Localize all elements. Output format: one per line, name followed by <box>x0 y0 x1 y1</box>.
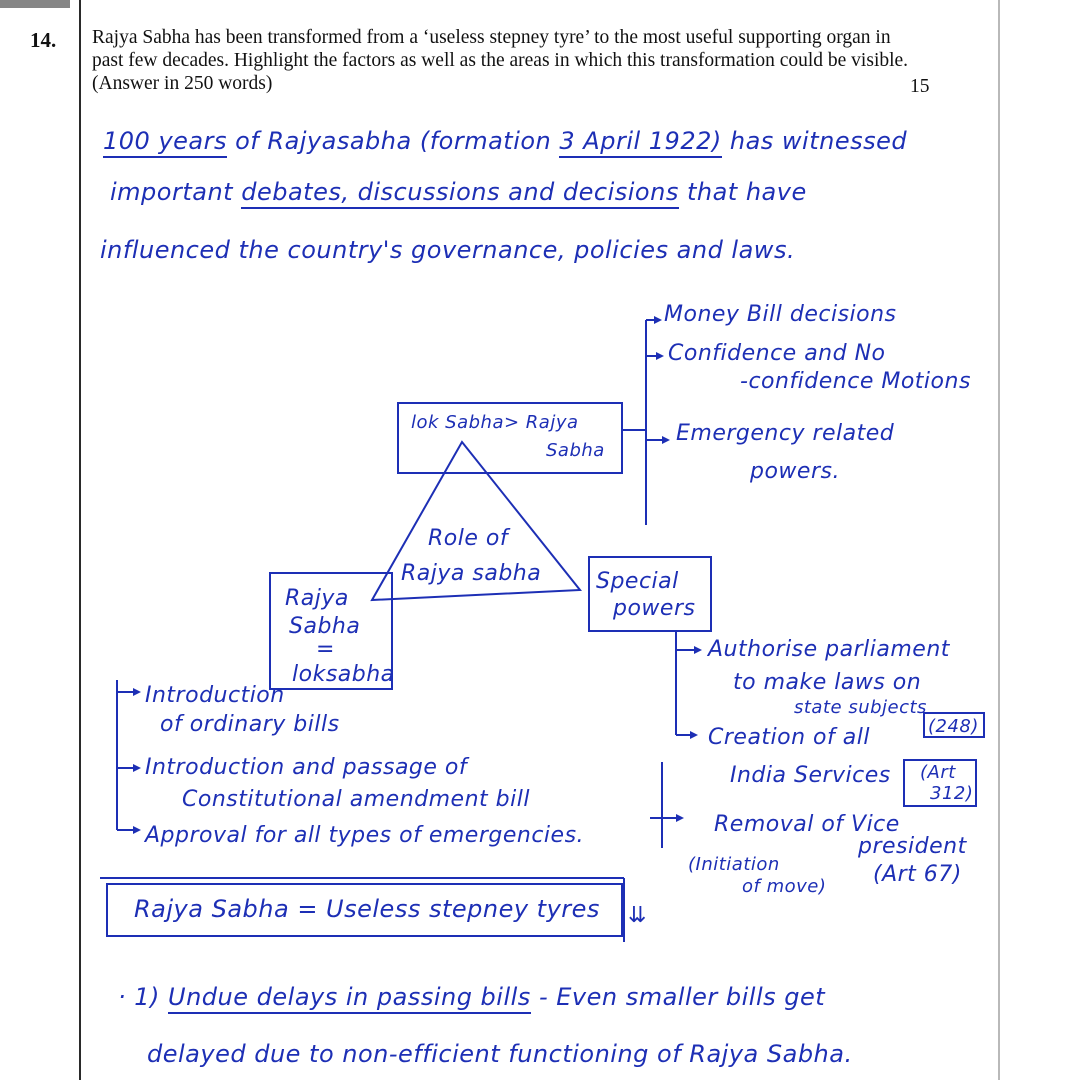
point-1-rest: - Even smaller bills get <box>538 983 826 1011</box>
left-box-line-2: Sabha <box>289 614 361 639</box>
right-item-art-312-b: 312) <box>930 783 974 804</box>
point-1-line-2: delayed due to non-efficient functioning… <box>147 1040 853 1068</box>
top-item-emergency-1: Emergency related <box>676 421 895 446</box>
right-item-authorise-3: state subjects <box>794 697 927 718</box>
center-label-line-2: Rajya sabha <box>401 561 542 586</box>
top-item-confidence-2: -confidence Motions <box>740 369 971 394</box>
page-right-border <box>998 0 1000 1080</box>
intro-line-3: influenced the country's governance, pol… <box>100 236 796 264</box>
top-box-line-1: lok Sabha> Rajya <box>411 412 579 433</box>
right-item-vp-1: Removal of Vice <box>714 812 900 837</box>
left-item-emergencies: Approval for all types of emergencies. <box>145 823 585 848</box>
left-item-const-1: Introduction and passage of <box>145 755 468 780</box>
intro-debates: debates, discussions and decisions <box>241 178 679 209</box>
right-box-line-2: powers <box>613 596 696 621</box>
intro-of-rajyasabha: of Rajyasabha (formation <box>235 127 552 155</box>
boxed-statement: Rajya Sabha = Useless stepney tyres <box>134 895 600 923</box>
intro-that-have: that have <box>686 178 807 206</box>
intro-line-1: 100 years of Rajyasabha (formation 3 Apr… <box>103 127 908 158</box>
right-item-authorise-1: Authorise parliament <box>708 637 950 662</box>
top-box-line-2: Sabha <box>546 440 605 461</box>
right-item-art-312-a: (Art <box>920 762 956 783</box>
point-1-line-1: · 1) Undue delays in passing bills - Eve… <box>118 983 826 1014</box>
right-item-services-2: India Services <box>730 763 891 788</box>
point-1-bullet: · 1) <box>118 983 160 1011</box>
center-label-line-1: Role of <box>428 526 509 551</box>
right-item-vp-2: president <box>858 834 967 859</box>
top-item-confidence-1: Confidence and No <box>668 341 886 366</box>
intro-important: important <box>110 178 234 206</box>
left-item-intro-1: Introduction <box>145 683 285 708</box>
intro-has-witnessed: has witnessed <box>729 127 908 155</box>
right-item-initiation-1: (Initiation <box>688 854 780 875</box>
question-text: Rajya Sabha has been transformed from a … <box>92 27 909 94</box>
right-item-initiation-2: of move) <box>742 876 827 897</box>
question-number: 14. <box>30 28 57 52</box>
right-item-services-1: Creation of all <box>708 725 870 750</box>
right-item-authorise-2: to make laws on <box>733 670 922 695</box>
point-1-title: Undue delays in passing bills <box>168 983 531 1014</box>
right-item-art-67: (Art 67) <box>873 862 962 887</box>
page-margin-line <box>79 0 81 1080</box>
question-marks: 15 <box>910 76 930 97</box>
left-box-line-3: = <box>316 637 335 662</box>
intro-formation-date: 3 April 1922) <box>559 127 722 158</box>
left-item-const-2: Constitutional amendment bill <box>182 787 530 812</box>
left-item-intro-2: of ordinary bills <box>160 712 340 737</box>
svg-text:⇊: ⇊ <box>628 903 646 928</box>
right-box-line-1: Special <box>596 569 679 594</box>
top-item-money-bill: Money Bill decisions <box>664 302 897 327</box>
top-item-emergency-2: powers. <box>750 459 840 484</box>
right-item-art-248: (248) <box>928 716 979 737</box>
left-box-line-1: Rajya <box>285 586 349 611</box>
scan-smudge <box>0 0 70 8</box>
intro-100-years: 100 years <box>103 127 227 158</box>
left-box-line-4: loksabha <box>292 662 395 687</box>
intro-line-2: important debates, discussions and decis… <box>110 178 807 209</box>
